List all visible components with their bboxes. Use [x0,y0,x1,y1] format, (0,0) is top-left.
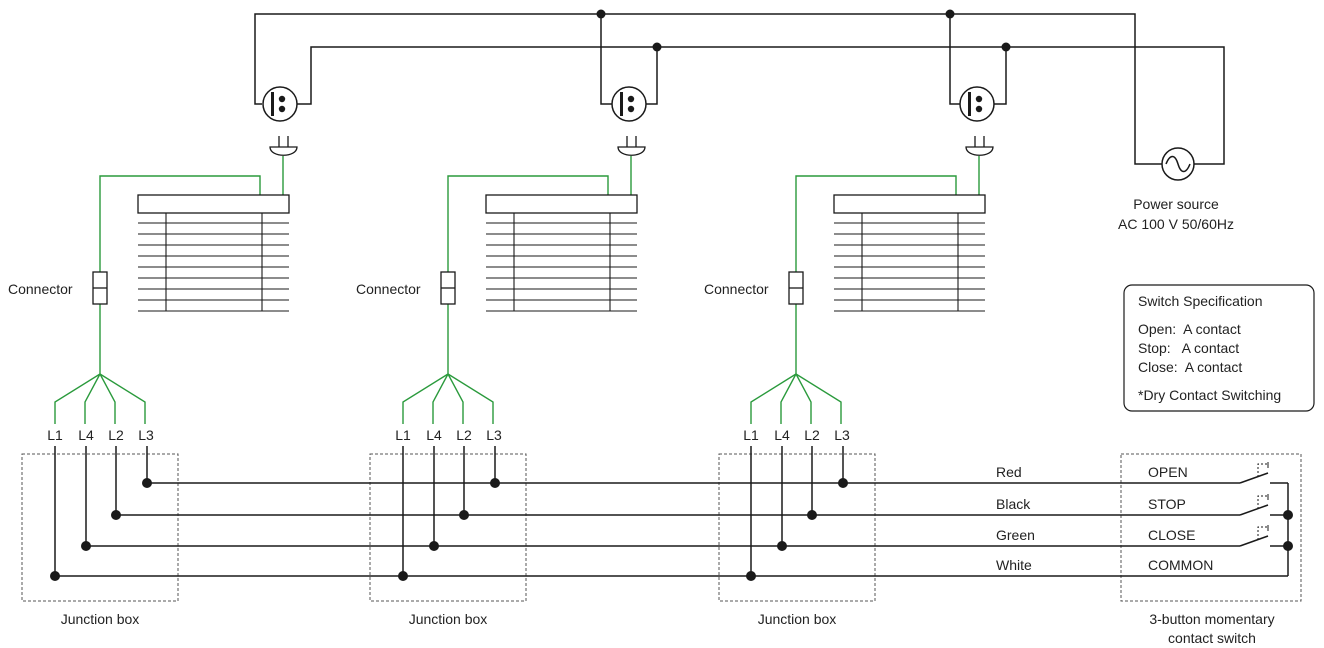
blind-headrail [833,194,986,214]
wire-label-red: Red [996,464,1022,480]
junction-dot [652,42,662,52]
spec-box [1123,284,1315,412]
blind-unit-3: Connector [704,136,994,424]
spec-note: *Dry Contact Switching [1138,387,1281,403]
junction-dot [490,478,500,488]
lead-label-l1: L1 [47,427,63,443]
outlet-icon [959,86,995,122]
switch-caption-line2: contact switch [1168,630,1256,646]
lead-fan [402,373,494,424]
spec-row-stop: Stop: A contact [1138,340,1239,356]
power-wire-lower [297,46,1225,165]
junction-box-label: Junction box [758,611,837,627]
switch-contact-open [1239,462,1288,484]
switch-label-stop: STOP [1148,496,1186,512]
junction-box [718,453,876,602]
junction-dot [81,541,91,551]
wire-label-black: Black [996,496,1031,512]
junction-dot [596,9,606,19]
lead-labels-unit-3: L1 L4 L2 L3 [743,427,850,443]
junction-dot [807,510,817,520]
outlet2-drop-a [600,14,612,105]
switch-contact-close [1239,525,1288,547]
wire-label-green: Green [996,527,1035,543]
switch-box [1120,453,1302,602]
blind-slats [486,213,637,312]
power-bus-nodes [596,9,1011,52]
blind-unit-2: Connector [356,136,646,424]
lead-label-l1: L1 [395,427,411,443]
junction-box-label: Junction box [409,611,488,627]
lead-label-l3: L3 [138,427,154,443]
connector-label: Connector [356,281,421,297]
switch-contact-stop [1239,494,1288,516]
lead-label-l4: L4 [78,427,94,443]
wire-label-white: White [996,557,1032,573]
lead-label-l4: L4 [774,427,790,443]
outlet-icon [611,86,647,122]
junction-dot [398,571,408,581]
lead-label-l2: L2 [108,427,124,443]
lead-label-l1: L1 [743,427,759,443]
blind-slats [834,213,985,312]
outlet3-drop-a [949,14,960,105]
power-source-spec: AC 100 V 50/60Hz [1118,216,1234,232]
spec-row-close: Close: A contact [1138,359,1242,375]
power-source-symbol [1161,147,1195,181]
lead-labels-unit-1: L1 L4 L2 L3 [47,427,154,443]
junction-dot [142,478,152,488]
switch-label-open: OPEN [1148,464,1188,480]
lead-label-l3: L3 [486,427,502,443]
junction-dot [459,510,469,520]
spec-row-open: Open: A contact [1138,321,1241,337]
lead-fan [750,373,842,424]
junction-dot [1283,510,1293,520]
motor-lead [447,175,609,272]
junction-dot [429,541,439,551]
junction-dot [945,9,955,19]
power-bus [254,13,1225,165]
junction-box [369,453,527,602]
plug-icon [269,136,298,156]
junction-dot [1283,541,1293,551]
switch-caption-line1: 3-button momentary [1149,611,1274,627]
blind-slats [138,213,289,312]
power-source-label: Power source [1133,196,1219,212]
lead-label-l3: L3 [834,427,850,443]
junction-dot [746,571,756,581]
junction-dot [50,571,60,581]
blind-unit-1: Connector [8,136,298,424]
junction-dot [838,478,848,488]
ac-sine-icon [1165,155,1191,173]
connector-label: Connector [704,281,769,297]
lead-fan [54,373,146,424]
plug-icon [965,136,994,156]
junction-dot [111,510,121,520]
blind-headrail [137,194,290,214]
junction-box-label: Junction box [61,611,140,627]
junction-dot [1001,42,1011,52]
lead-labels-unit-2: L1 L4 L2 L3 [395,427,502,443]
junction-dot [777,541,787,551]
plug-icon [617,136,646,156]
power-wire-upper [254,13,1162,165]
outlet-icon [262,86,298,122]
switch-label-common: COMMON [1148,557,1213,573]
lead-label-l4: L4 [426,427,442,443]
lead-label-l2: L2 [456,427,472,443]
lead-label-l2: L2 [804,427,820,443]
connector-label: Connector [8,281,73,297]
spec-title: Switch Specification [1138,293,1263,309]
blind-headrail [485,194,638,214]
motor-lead [99,175,261,272]
motor-lead [795,175,957,272]
outlet2-drop-b [645,47,658,105]
junction-box [21,453,179,602]
switch-label-close: CLOSE [1148,527,1195,543]
outlet3-drop-b [994,47,1007,105]
